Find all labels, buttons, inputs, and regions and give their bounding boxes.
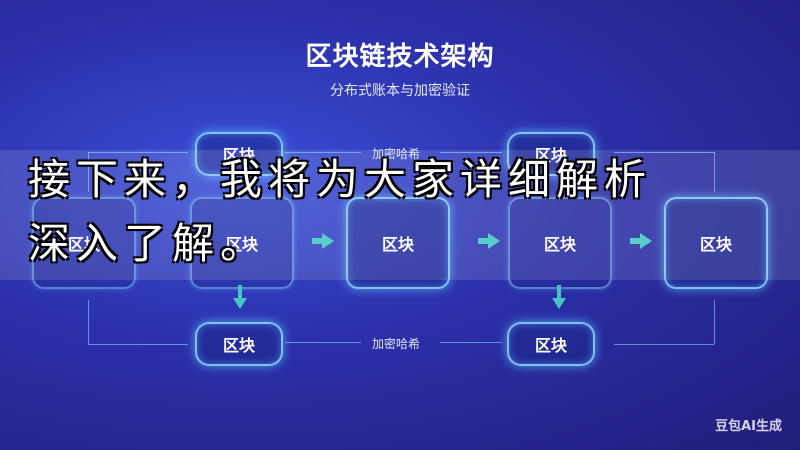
- hash-label-top: 加密哈希: [372, 147, 421, 161]
- loop-line: [88, 152, 188, 153]
- video-caption: 接下来，我将为大家详细解析 深入了解。: [28, 148, 800, 276]
- block-bottom-right: 区块: [507, 322, 595, 366]
- block-bottom-left: 区块: [195, 322, 283, 366]
- loop-line: [88, 152, 89, 192]
- loop-line: [614, 152, 714, 153]
- block-label: 区块: [381, 235, 414, 254]
- diagram-title: 区块链技术架构: [305, 42, 495, 72]
- block-top-left: 区块: [195, 132, 283, 176]
- block-label: 区块: [222, 336, 255, 355]
- block-label: 区块: [225, 235, 258, 254]
- block-mid-4: 区块: [508, 197, 612, 289]
- loop-line: [88, 300, 89, 344]
- arrow-right-icon: [630, 233, 652, 249]
- block-label: 区块: [699, 235, 732, 254]
- arrow-right-icon: [312, 233, 334, 249]
- caption-band: [0, 150, 800, 280]
- watermark: 豆包AI生成: [715, 419, 782, 434]
- diagram-subtitle: 分布式账本与加密验证: [330, 83, 470, 99]
- block-top-right: 区块: [507, 132, 595, 176]
- arrow-down-icon: [552, 285, 566, 309]
- block-mid-2: 区块: [190, 197, 294, 289]
- loop-line: [714, 152, 715, 192]
- loop-line: [614, 344, 714, 345]
- block-label: 区块: [534, 146, 567, 165]
- connector-line: [440, 152, 502, 153]
- caption-line-2: 深入了解。: [28, 219, 269, 268]
- connector-line: [285, 342, 361, 343]
- hash-label-bottom: 加密哈希: [372, 337, 421, 351]
- block-label: 区块: [543, 235, 576, 254]
- caption-line-1: 接下来，我将为大家详细解析: [28, 155, 653, 204]
- block-mid-3: 区块: [346, 197, 450, 289]
- connector-line: [440, 342, 502, 343]
- block-mid-1: 区块: [32, 197, 136, 289]
- arrow-right-icon: [478, 233, 500, 249]
- arrow-down-icon: [233, 285, 247, 309]
- connector-line: [285, 152, 361, 153]
- block-mid-5: 区块: [664, 197, 768, 289]
- loop-line: [714, 300, 715, 344]
- block-label: 区块: [534, 336, 567, 355]
- block-label: 区块: [67, 235, 100, 254]
- block-label: 区块: [222, 146, 255, 165]
- loop-line: [88, 344, 188, 345]
